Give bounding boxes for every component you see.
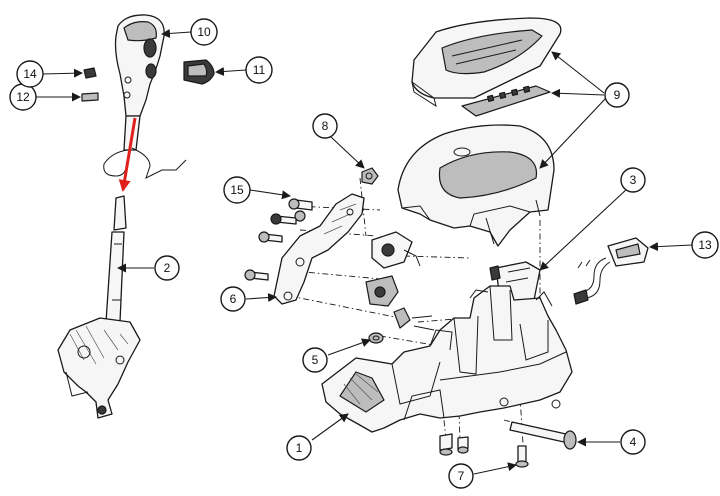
callout-8: 8 — [312, 113, 338, 139]
shift-lever-assembly — [57, 14, 215, 419]
leader-6 — [245, 293, 277, 303]
callout-7: 7 — [448, 463, 474, 489]
leader-lines — [36, 28, 693, 475]
shaft-tip — [113, 195, 127, 231]
leader-14 — [42, 68, 83, 78]
shift-interlock-switch — [365, 231, 435, 331]
screw-14 — [83, 67, 97, 79]
callout-6: 6 — [220, 286, 246, 312]
callout-label-14: 14 — [23, 67, 37, 81]
leader-11 — [215, 66, 247, 76]
leader-10 — [161, 28, 192, 38]
callout-9: 9 — [604, 82, 630, 108]
washer-5 — [368, 332, 384, 344]
leader-1 — [311, 413, 349, 441]
nut-8 — [361, 167, 379, 185]
knob-screw-hole-upper — [124, 76, 132, 84]
mounting-bracket — [273, 193, 365, 305]
leader-13 — [649, 242, 693, 252]
red-indicator-arrow — [118, 117, 137, 192]
bracket-bolts — [244, 198, 313, 281]
callout-label-15: 15 — [230, 183, 244, 197]
leader-15 — [249, 189, 291, 200]
leader-5 — [327, 338, 371, 356]
callout-5: 5 — [302, 347, 328, 373]
wiring-harness — [573, 237, 649, 305]
callout-label-7: 7 — [458, 469, 465, 483]
screw-7 — [515, 445, 529, 468]
callout-label-1: 1 — [296, 441, 303, 455]
callout-12: 12 — [9, 83, 37, 111]
housing-clips — [439, 433, 469, 456]
shift-shaft — [105, 231, 125, 323]
callout-3: 3 — [620, 167, 646, 193]
leader-7 — [473, 462, 517, 475]
knob-top-face — [123, 21, 157, 42]
prndl-indicator-plate — [461, 85, 551, 117]
callout-label-4: 4 — [630, 435, 637, 449]
callout-label-3: 3 — [630, 173, 637, 187]
screw-12 — [81, 92, 99, 102]
callout-14: 14 — [16, 60, 44, 88]
callout-13: 13 — [691, 231, 719, 259]
callout-2: 2 — [154, 255, 180, 281]
callout-label-12: 12 — [16, 90, 30, 104]
callout-1: 1 — [286, 435, 312, 461]
pivot-pin-4 — [509, 421, 577, 450]
callout-4: 4 — [620, 429, 646, 455]
knob-lower-recess — [145, 63, 157, 79]
leader-9c — [539, 97, 607, 169]
callout-11: 11 — [245, 56, 273, 84]
leader-3 — [539, 187, 629, 271]
callout-label-6: 6 — [230, 292, 237, 306]
leader-9a — [551, 51, 605, 94]
callout-label-9: 9 — [614, 88, 621, 102]
knob-button-recess — [143, 38, 157, 58]
callout-15: 15 — [223, 176, 251, 204]
console-bezel-upper — [411, 17, 562, 108]
leader-9b — [551, 88, 605, 98]
callout-10: 10 — [190, 18, 218, 46]
callout-label-2: 2 — [164, 261, 171, 275]
shifter-housing — [321, 285, 573, 433]
lever-pivot-base — [57, 317, 141, 419]
callout-label-13: 13 — [698, 238, 712, 252]
shift-button-face — [187, 63, 208, 77]
leader-8 — [330, 136, 365, 169]
knob-screw-hole-lower — [123, 91, 131, 99]
callout-label-10: 10 — [197, 25, 211, 39]
console-bezel-lower — [397, 124, 555, 247]
shift-cable — [103, 147, 187, 179]
callout-label-5: 5 — [312, 353, 319, 367]
callout-label-8: 8 — [322, 119, 329, 133]
callout-label-11: 11 — [253, 63, 266, 77]
